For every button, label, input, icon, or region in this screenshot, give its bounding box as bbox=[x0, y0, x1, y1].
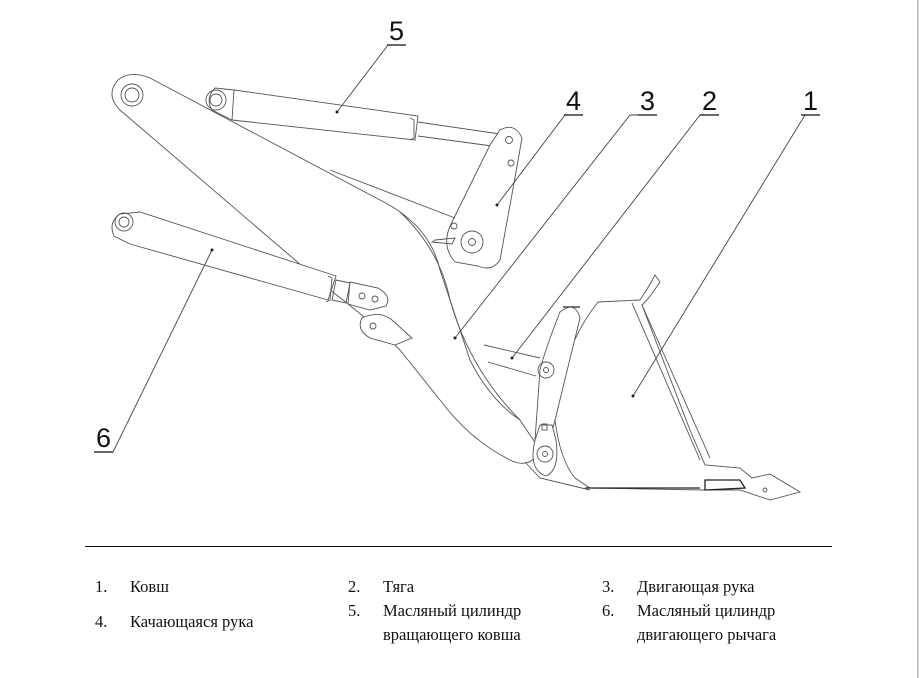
callout-2: 2 bbox=[702, 86, 717, 116]
callout-1: 1 bbox=[803, 86, 818, 116]
callout-4: 4 bbox=[566, 86, 581, 116]
legend-number: 5. bbox=[348, 601, 361, 620]
legend-label: Масляный цилиндр bbox=[637, 601, 776, 620]
legend-label-line2: двигающего рычага bbox=[637, 625, 777, 644]
page-edge-line bbox=[917, 0, 919, 678]
legend-number: 1. bbox=[95, 577, 108, 596]
callout-5: 5 bbox=[389, 16, 404, 46]
bucket-tilt-cylinder bbox=[205, 87, 501, 147]
link-rod bbox=[483, 344, 541, 377]
legend-number: 6. bbox=[602, 601, 615, 620]
legend-label: Качающаяся рука bbox=[130, 612, 254, 631]
loader-arm-drawing: 5 4 3 2 1 6 bbox=[94, 16, 820, 501]
legend-label: Масляный цилиндр bbox=[383, 601, 522, 620]
lift-arm-cylinder bbox=[111, 211, 413, 346]
bucket bbox=[524, 274, 802, 501]
callout-3: 3 bbox=[640, 86, 655, 116]
legend-divider bbox=[85, 546, 832, 547]
lift-arm bbox=[111, 74, 541, 464]
legend-number: 4. bbox=[95, 612, 108, 631]
legend-label: Двигающая рука bbox=[637, 577, 755, 596]
rocker-arm bbox=[329, 126, 523, 269]
legend-label: Тяга bbox=[383, 577, 415, 596]
legend-number: 3. bbox=[602, 577, 615, 596]
legend-number: 2. bbox=[348, 577, 361, 596]
callout-6: 6 bbox=[96, 423, 111, 453]
legend-label: Ковш bbox=[130, 577, 169, 596]
legend-label-line2: вращающего ковша bbox=[383, 625, 521, 644]
